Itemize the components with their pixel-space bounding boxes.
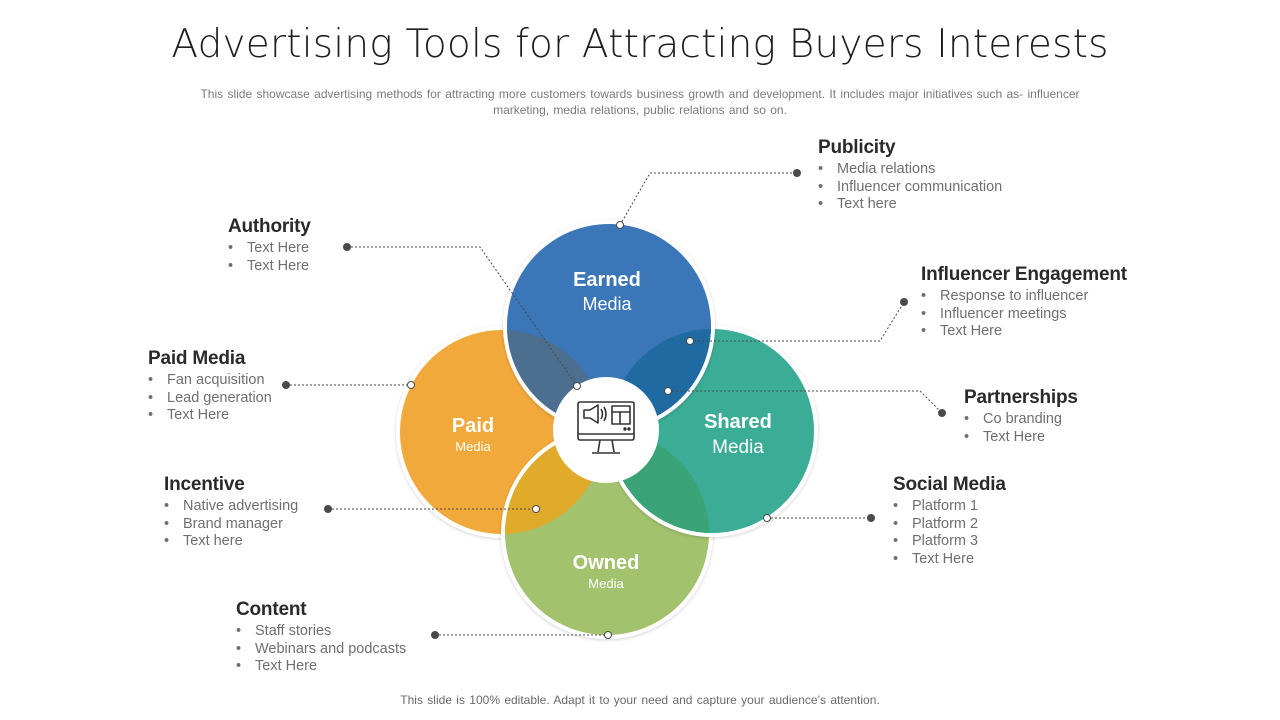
bullet-item: Text Here — [148, 407, 272, 425]
shared-label-1: Shared — [704, 411, 772, 433]
publicity-block: Publicity Media relationsInfluencer comm… — [818, 137, 1002, 214]
earned-label-1: Earned — [573, 269, 641, 291]
bullet-item: Text here — [164, 533, 298, 551]
partnerships-title: Partnerships — [964, 387, 1078, 408]
publicity-title: Publicity — [818, 137, 896, 158]
incentive-title: Incentive — [164, 474, 245, 495]
bullet-item: Co branding — [964, 411, 1078, 429]
overlap-owned-shared — [610, 431, 709, 533]
shared-label-2: Media — [712, 437, 764, 458]
influencer-engagement-title: Influencer Engagement — [921, 264, 1127, 285]
authority-title: Authority — [228, 216, 311, 237]
content-title: Content — [236, 599, 307, 620]
bullet-item: Webinars and podcasts — [236, 641, 406, 659]
owned-label-1: Owned — [573, 552, 640, 574]
content-block: Content Staff storiesWebinars and podcas… — [236, 599, 406, 676]
overlap-earned-shared — [610, 329, 711, 428]
bullet-item: Media relations — [818, 161, 1002, 179]
subtitle-line-1: This slide showcase advertising methods … — [200, 87, 1080, 101]
social-media-list: Platform 1Platform 2Platform 3Text Here — [893, 498, 1006, 568]
earned-label-2: Media — [582, 294, 632, 314]
content-list: Staff storiesWebinars and podcastsText H… — [236, 623, 406, 676]
paid-media-title: Paid Media — [148, 348, 246, 369]
bullet-item: Text Here — [893, 551, 1006, 569]
bullet-item: Influencer communication — [818, 179, 1002, 197]
bullet-item: Platform 3 — [893, 533, 1006, 551]
bullet-item: Text Here — [921, 323, 1127, 341]
paid-media-block: Paid Media Fan acquisitionLead generatio… — [148, 348, 272, 425]
bullet-item: Native advertising — [164, 498, 298, 516]
center-badge — [553, 377, 659, 483]
partnerships-list: Co brandingText Here — [964, 411, 1078, 446]
influencer-engagement-list: Response to influencerInfluencer meeting… — [921, 288, 1127, 341]
authority-block: Authority Text HereText Here — [228, 216, 311, 275]
incentive-list: Native advertisingBrand managerText here — [164, 498, 298, 551]
connectors — [286, 172, 943, 636]
slide-footer: This slide is 100% editable. Adapt it to… — [400, 693, 880, 707]
connector-influencer — [690, 301, 905, 342]
bullet-item: Staff stories — [236, 623, 406, 641]
computer-megaphone-icon — [577, 401, 635, 454]
slide-subtitle: This slide showcase advertising methods … — [160, 86, 1120, 118]
bullet-item: Influencer meetings — [921, 306, 1127, 324]
paid-label-1: Paid — [452, 415, 494, 437]
bullet-item: Text Here — [964, 429, 1078, 447]
connector-publicity — [619, 172, 797, 226]
subtitle-line-2: marketing, media relations, public relat… — [493, 103, 787, 117]
partnerships-block: Partnerships Co brandingText Here — [964, 387, 1078, 446]
publicity-list: Media relationsInfluencer communicationT… — [818, 161, 1002, 214]
owned-label-2: Media — [588, 576, 624, 591]
influencer-engagement-block: Influencer Engagement Response to influe… — [921, 264, 1127, 341]
overlap-earned-paid — [507, 330, 604, 428]
authority-list: Text HereText Here — [228, 240, 311, 275]
paid-label-2: Media — [455, 439, 491, 454]
bullet-item: Response to influencer — [921, 288, 1127, 306]
bullet-item: Lead generation — [148, 390, 272, 408]
bullet-item: Fan acquisition — [148, 372, 272, 390]
bullet-item: Text Here — [236, 658, 406, 676]
social-media-block: Social Media Platform 1Platform 2Platfor… — [893, 474, 1006, 568]
paid-media-list: Fan acquisitionLead generationText Here — [148, 372, 272, 425]
connector-endpoints — [282, 169, 946, 639]
bullet-item: Text Here — [228, 258, 311, 276]
bullet-item: Platform 1 — [893, 498, 1006, 516]
incentive-block: Incentive Native advertisingBrand manage… — [164, 474, 298, 551]
connector-authority — [347, 246, 578, 387]
social-media-title: Social Media — [893, 474, 1006, 495]
bullet-item: Platform 2 — [893, 516, 1006, 534]
overlap-owned-paid — [505, 431, 604, 534]
connector-partnerships — [668, 390, 943, 414]
slide-title: Advertising Tools for Attracting Buyers … — [171, 22, 1109, 67]
bullet-item: Text Here — [228, 240, 311, 258]
bullet-item: Text here — [818, 196, 1002, 214]
bullet-item: Brand manager — [164, 516, 298, 534]
